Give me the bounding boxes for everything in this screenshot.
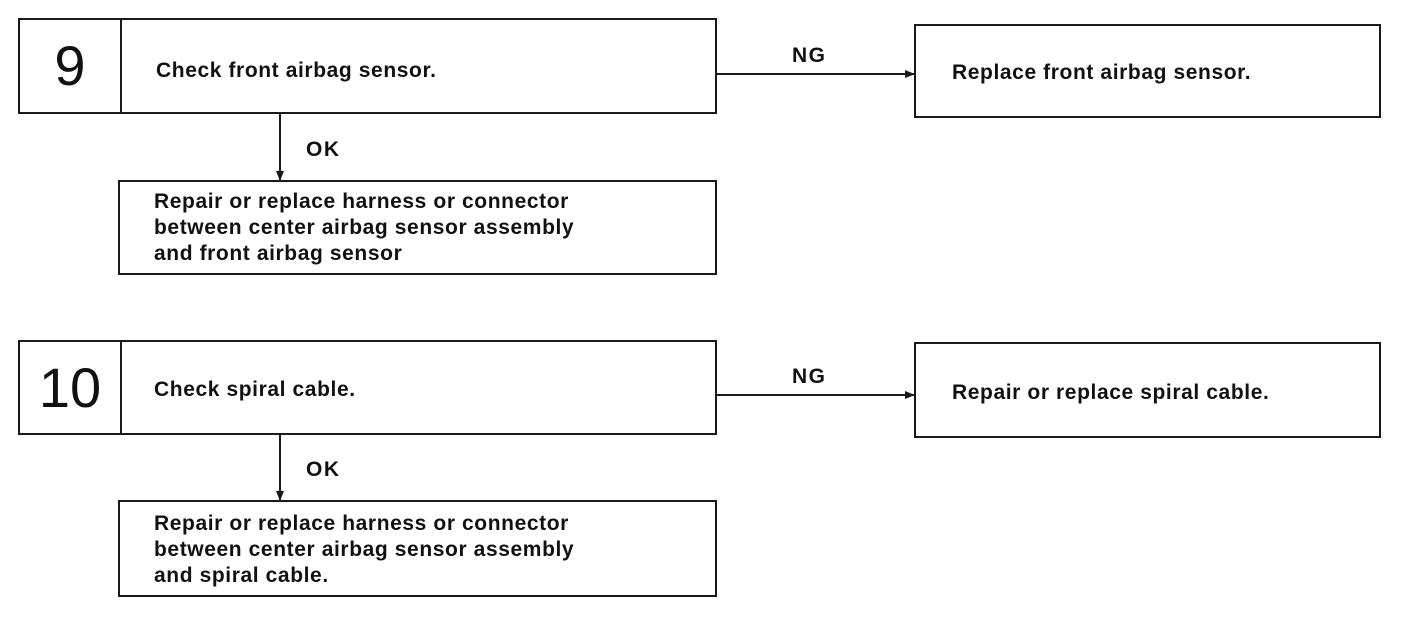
step10-check-box: 10 Check spiral cable. [18,340,717,435]
step10-ok-action-text: Repair or replace harness or connector b… [154,512,575,587]
step10-ok-action-box: Repair or replace harness or connector b… [118,500,717,597]
step10-ng-action-text: Repair or replace spiral cable. [952,381,1270,404]
step9-check-text: Check front airbag sensor. [156,59,437,82]
step9-ok-action-text: Repair or replace harness or connector b… [154,190,575,265]
step9-ng-action-box: Replace front airbag sensor. [914,24,1381,118]
step10-ok-label: OK [306,458,341,481]
step9-ng-label: NG [792,44,827,67]
step9-ng-action-text: Replace front airbag sensor. [952,61,1252,84]
step10-ng-label: NG [792,365,827,388]
step10-number: 10 [20,342,122,433]
step9-check-box: 9 Check front airbag sensor. [18,18,717,114]
step9-ok-label: OK [306,138,341,161]
step10-ng-action-box: Repair or replace spiral cable. [914,342,1381,438]
step9-number: 9 [20,20,122,112]
step9-ok-action-box: Repair or replace harness or connector b… [118,180,717,275]
step10-check-text: Check spiral cable. [154,378,356,401]
